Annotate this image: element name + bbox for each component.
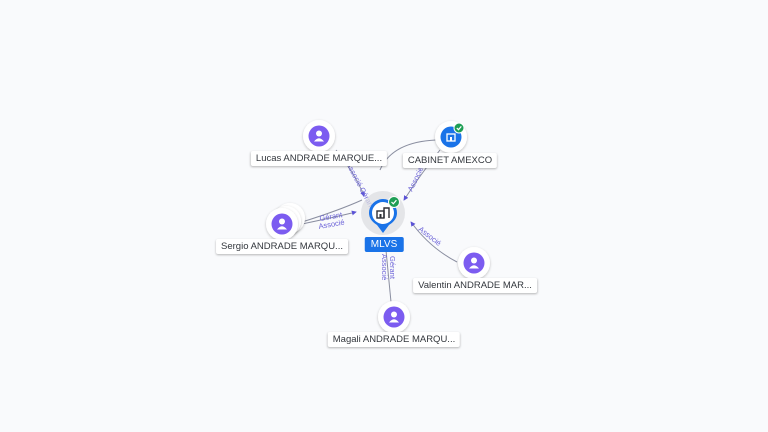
edge-label-valentin: Associé — [417, 224, 443, 247]
verified-check-icon — [388, 196, 400, 208]
person-label-lucas[interactable]: Lucas ANDRADE MARQUE... — [250, 151, 388, 166]
person-label-sergio[interactable]: Sergio ANDRADE MARQU... — [216, 239, 348, 254]
person-node-magali[interactable] — [378, 301, 410, 333]
person-label-valentin[interactable]: Valentin ANDRADE MAR... — [413, 278, 537, 293]
person-node-lucas[interactable] — [303, 120, 335, 152]
edge-label-magali-2: Associé — [380, 254, 389, 280]
edge-sergio-2 — [301, 210, 357, 225]
edge-label-sergio-1: Gérant — [319, 210, 344, 223]
person-node-sergio[interactable] — [266, 203, 305, 240]
edge-label-cabinet: Associé — [406, 165, 426, 193]
company-label-cabinet-amexco[interactable]: CABINET AMEXCO — [402, 153, 498, 168]
center-label-mlvs[interactable]: MLVS — [364, 237, 404, 252]
center-node-mlvs[interactable] — [361, 191, 405, 235]
edge-label-sergio-2: Associé — [318, 218, 345, 231]
edge-sergio-1 — [301, 199, 363, 223]
edge-label-magali-1: Gérant — [388, 256, 397, 280]
person-node-valentin[interactable] — [458, 247, 490, 279]
company-node-cabinet-amexco[interactable] — [435, 121, 467, 153]
person-label-magali[interactable]: Magali ANDRADE MARQU... — [327, 332, 461, 347]
building-icon — [376, 207, 390, 219]
verified-check-icon — [453, 122, 465, 134]
edge-valentin — [410, 221, 458, 263]
